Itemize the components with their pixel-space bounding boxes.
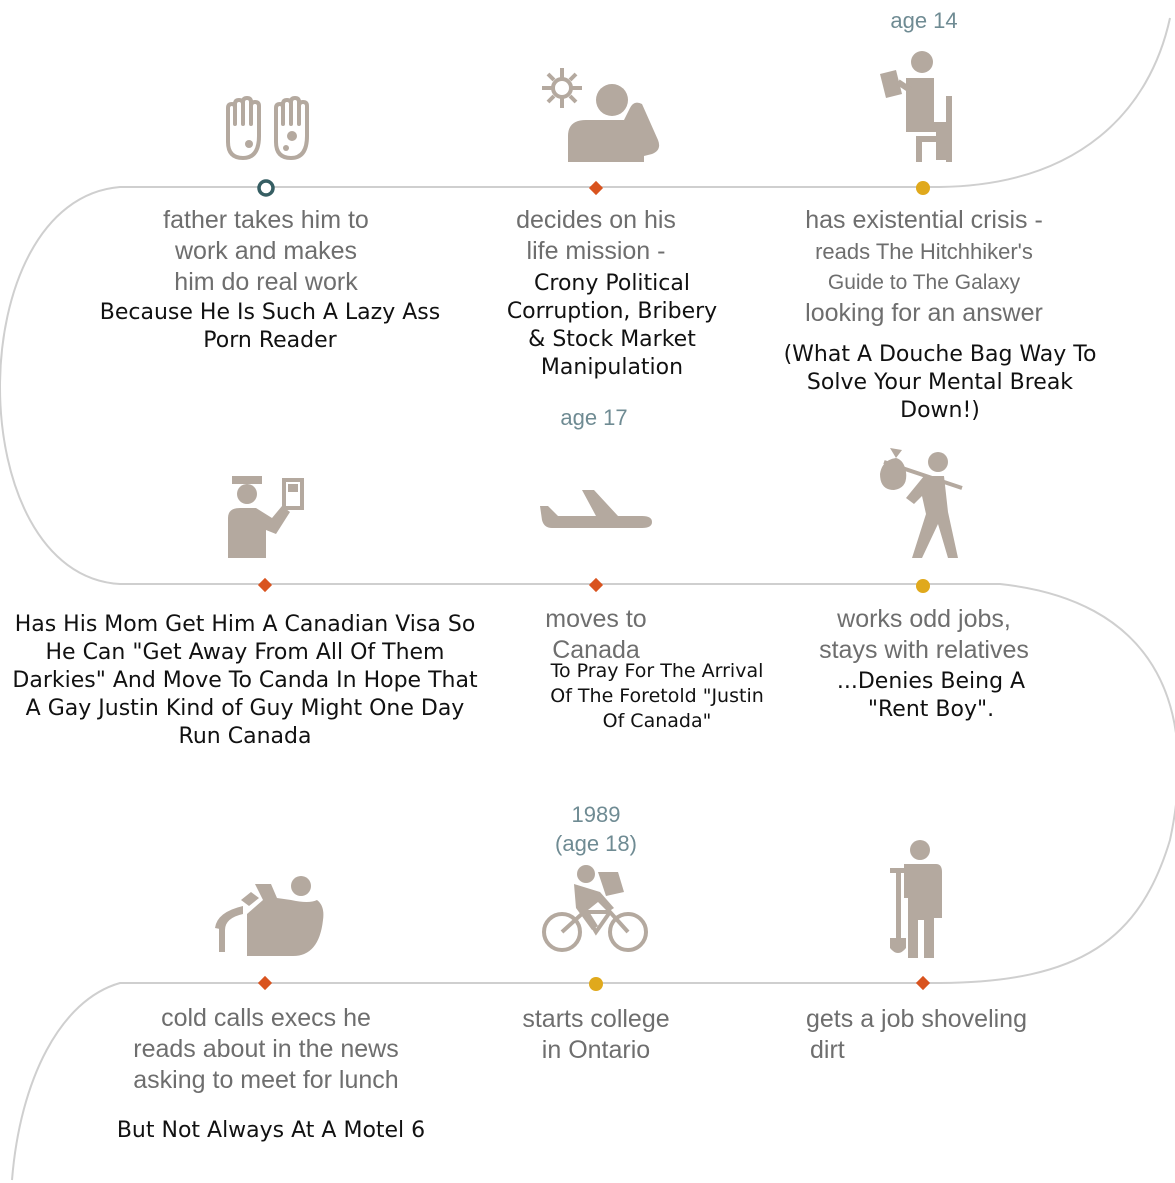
executive-chair-icon [215, 876, 324, 956]
red-diamond-marker [257, 577, 273, 593]
thinking-person-icon [542, 68, 660, 162]
worker-shovel-icon [890, 840, 942, 958]
red-diamond-marker [588, 180, 604, 196]
age-label: age 14 [890, 8, 958, 33]
reading-person-icon [880, 51, 952, 162]
age-label: 1989(age 18) [555, 802, 637, 856]
event-text: gets a job shoveling dirt [806, 1005, 1027, 1064]
hobo-walker-icon [880, 448, 963, 558]
overlay-note: But Not Always At A Motel 6 [116, 1118, 426, 1143]
immigration-officer-icon [228, 476, 304, 558]
yellow-dot-marker [916, 181, 930, 195]
red-diamond-marker [257, 975, 273, 991]
event-text: has existential crisis - reads The Hitch… [805, 206, 1043, 327]
cyclist-icon [542, 865, 648, 952]
red-diamond-marker [588, 577, 604, 593]
overlay-note: ...Denies Being A"Rent Boy". [836, 669, 1026, 722]
event-text: works odd jobs,stays with relatives [819, 605, 1029, 664]
red-diamond-marker [915, 975, 931, 991]
yellow-dot-marker [589, 977, 603, 991]
hands-icon [226, 96, 309, 160]
yellow-dot-marker [916, 579, 930, 593]
airplane-icon [540, 490, 652, 528]
open-circle-marker [257, 179, 275, 197]
age-label: age 17 [560, 405, 628, 430]
